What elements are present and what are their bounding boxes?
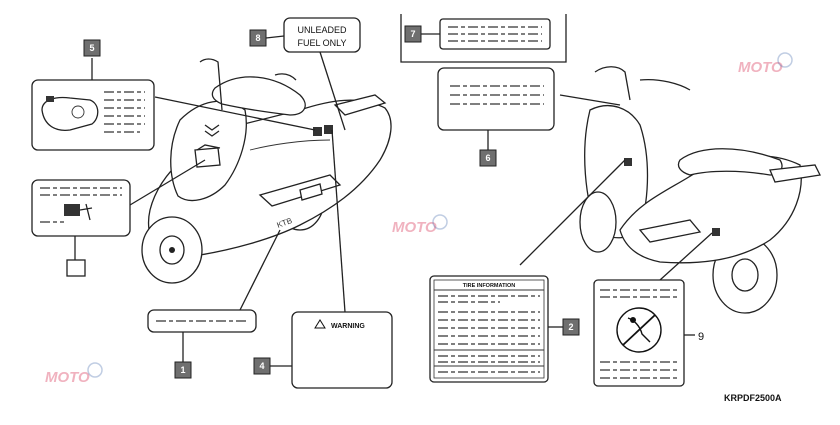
svg-text:7: 7 [410, 29, 415, 39]
svg-text:2: 2 [568, 322, 573, 332]
watermark-gear-icon [87, 362, 103, 378]
watermark: MOTO MOTO MOTO [45, 52, 793, 386]
watermark-text: MOTO [45, 369, 90, 386]
fuel-label: UNLEADED FUEL ONLY [283, 17, 361, 53]
part-code: KRPDF2500A [724, 393, 782, 403]
fuel-label-line1: UNLEADED [297, 25, 347, 35]
label-6 [437, 67, 555, 131]
tire-information-label: TIRE INFORMATION [429, 275, 549, 383]
callout-9: 9 [698, 331, 704, 343]
label-7 [400, 14, 567, 63]
prohibited-icon [616, 307, 662, 353]
tire-information-title: TIRE INFORMATION [463, 283, 515, 289]
engine-icon [41, 96, 99, 131]
callout-5: 5 [83, 39, 101, 57]
scooter-left-illustration: KTB [141, 58, 392, 284]
watermark-gear-icon [777, 52, 793, 68]
key-icon [64, 203, 93, 221]
warning-label-text: WARNING [331, 323, 365, 330]
callout-4: 4 [253, 357, 271, 375]
svg-text:6: 6 [485, 153, 490, 163]
watermark-text: MOTO [738, 59, 783, 76]
svg-text:4: 4 [259, 361, 264, 371]
callout-1: 1 [174, 361, 192, 379]
warning-label: WARNING [291, 311, 393, 389]
label-5 [31, 79, 155, 151]
warning-triangle-icon [314, 319, 326, 329]
watermark-text: MOTO [392, 219, 437, 236]
svg-text:1: 1 [180, 365, 185, 375]
svg-text:8: 8 [255, 33, 260, 43]
svg-text:5: 5 [89, 43, 94, 53]
callout-6: 6 [479, 149, 497, 167]
label-1 [147, 309, 257, 333]
label-9 [593, 279, 685, 387]
callout-8: 8 [249, 29, 267, 47]
label-3 [31, 179, 131, 277]
callout-7: 7 [404, 25, 422, 43]
callout-2: 2 [562, 318, 580, 336]
watermark-gear-icon [432, 214, 448, 230]
fuel-label-line2: FUEL ONLY [297, 38, 346, 48]
scooter-right-illustration [579, 66, 821, 314]
leader-lines [74, 33, 713, 367]
